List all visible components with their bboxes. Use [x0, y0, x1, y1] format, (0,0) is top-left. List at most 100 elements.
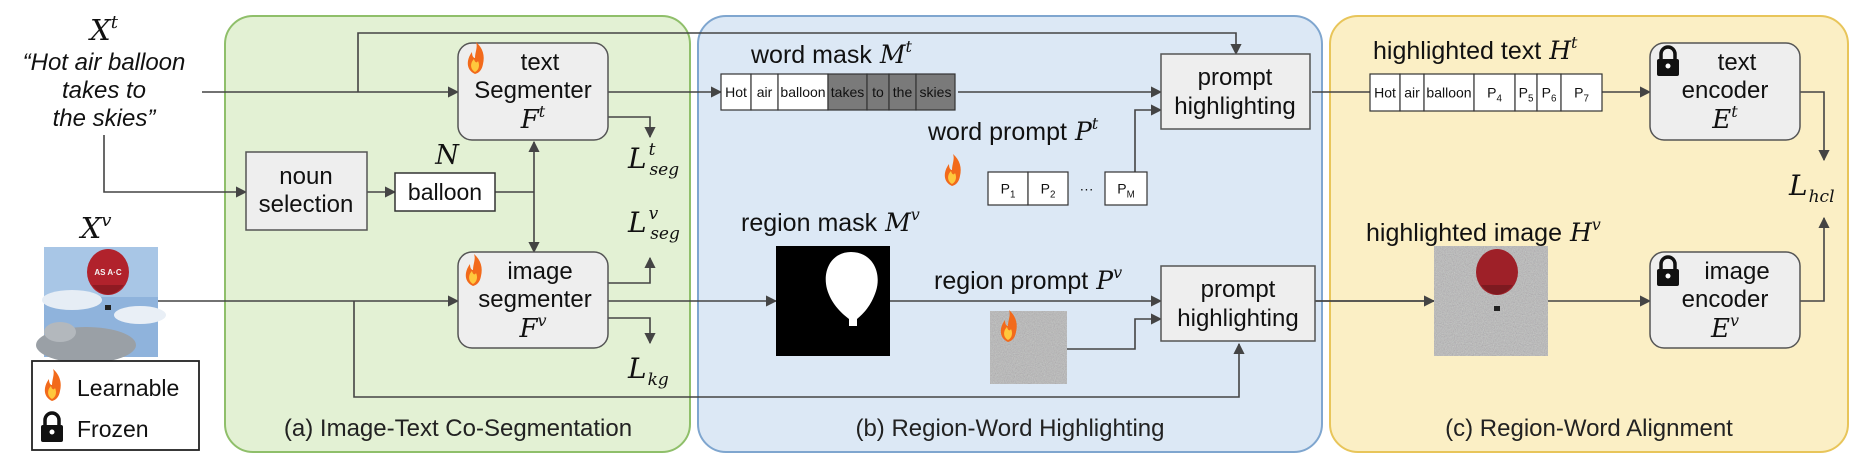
- svg-text:Ft: Ft: [520, 102, 546, 135]
- prompt-highlighting-image-line-1: prompt: [1201, 276, 1276, 303]
- panel-c-caption: (c) Region-Word Alignment: [1445, 415, 1733, 442]
- text-input-line-1: “Hot air balloon: [23, 49, 186, 76]
- legend: Learnable Frozen: [31, 360, 200, 451]
- word-mask-token: air: [757, 84, 773, 100]
- noun-symbol: N: [434, 140, 460, 171]
- prompt-highlighting-image-box: prompt highlighting: [1160, 265, 1316, 342]
- highlighted-text-cell: [1399, 73, 1425, 112]
- highlighted-text-token: P4: [1487, 85, 1502, 105]
- word-mask-cell: [777, 73, 829, 111]
- highlighted-text-token: Hot: [1374, 85, 1396, 101]
- prompt-highlighting-text-line-2: highlighting: [1174, 93, 1295, 120]
- loss-kg: Lkg: [627, 352, 669, 390]
- text-segmenter-box: text Segmenter Ft: [457, 42, 609, 141]
- word-mask-token: Hot: [725, 84, 747, 100]
- word-prompt-token: P2: [1041, 181, 1056, 201]
- noun-box: balloon: [394, 172, 496, 212]
- prompt-highlighting-text-line-1: prompt: [1198, 64, 1273, 91]
- word-prompt-token: ···: [1080, 181, 1094, 197]
- svg-text:Xv: Xv: [79, 210, 112, 245]
- word-prompt-cell: [987, 171, 1029, 206]
- highlighted-text-cell: [1560, 73, 1603, 112]
- text-encoder-sup: t: [1731, 102, 1738, 121]
- image-segmenter-symbol: F: [518, 314, 538, 344]
- image-encoder-line-1: image: [1704, 258, 1769, 285]
- word-prompt-cells: P1 P2 ··· PM: [987, 171, 1148, 206]
- highlighted-text-token: P6: [1542, 85, 1557, 105]
- svg-text:Fv: Fv: [518, 311, 546, 344]
- highlighted-image: [1434, 246, 1548, 356]
- highlighted-text-cell: [1473, 73, 1516, 112]
- image-encoder-box: image encoder Ev: [1649, 251, 1801, 349]
- svg-text:Ev: Ev: [1710, 311, 1739, 344]
- svg-text:Xt: Xt: [88, 12, 119, 47]
- text-segmenter-sup: t: [539, 102, 546, 121]
- word-mask-token: balloon: [780, 84, 825, 100]
- text-encoder-line-2: encoder: [1682, 77, 1769, 104]
- word-prompt-cell: [1027, 171, 1069, 206]
- text-input-line-3: the skies”: [53, 105, 157, 132]
- image-segmenter-box: image segmenter Fv: [457, 251, 609, 349]
- panel-b-caption: (b) Region-Word Highlighting: [855, 415, 1164, 442]
- noun-selection-line-1: noun: [279, 163, 332, 190]
- text-segmenter-symbol: F: [520, 105, 540, 135]
- text-input-sup: t: [111, 12, 119, 33]
- image-input: Xv AS A·C: [36, 210, 166, 363]
- image-encoder-symbol: E: [1710, 314, 1730, 344]
- text-encoder-line-1: text: [1718, 49, 1757, 76]
- word-mask-token: to: [872, 84, 884, 100]
- image-encoder-sup: v: [1730, 311, 1739, 330]
- word-mask-cell: [915, 73, 956, 111]
- word-mask-token: the: [893, 84, 913, 100]
- balloon-photo: AS A·C: [36, 247, 166, 363]
- image-segmenter-line-2: segmenter: [478, 286, 591, 313]
- highlighted-text-cell: [1369, 73, 1401, 112]
- text-input-line-2: takes to: [62, 77, 146, 104]
- legend-frozen-label: Frozen: [77, 416, 149, 442]
- text-encoder-box: text encoder Et: [1649, 42, 1801, 141]
- word-prompt-token: PM: [1117, 181, 1135, 201]
- text-input: Xt “Hot air balloon takes to the skies”: [23, 12, 186, 132]
- image-input-sup: v: [101, 210, 111, 231]
- word-mask-cell: [720, 73, 752, 111]
- word-mask-cell: [827, 73, 868, 111]
- loss-hcl: Lhcl: [1788, 169, 1835, 207]
- text-input-symbol: X: [88, 13, 112, 47]
- image-segmenter-line-1: image: [507, 258, 572, 285]
- word-mask-cell: [888, 73, 917, 111]
- highlighted-text-cell: [1423, 73, 1475, 112]
- legend-learnable-label: Learnable: [77, 375, 179, 401]
- word-prompt-cell: [1104, 171, 1148, 206]
- svg-text:Et: Et: [1711, 102, 1738, 135]
- word-mask-cell: [750, 73, 779, 111]
- word-mask-token: skies: [920, 84, 952, 100]
- highlighted-text-token: air: [1404, 85, 1420, 101]
- highlighted-text-cell: [1536, 73, 1562, 112]
- panel-a-caption: (a) Image-Text Co-Segmentation: [284, 415, 632, 442]
- noun-value: balloon: [408, 179, 482, 205]
- image-input-symbol: X: [79, 211, 103, 245]
- word-mask-token: takes: [831, 84, 864, 100]
- noun-selection-box: noun selection: [245, 151, 368, 231]
- text-segmenter-line-2: Segmenter: [474, 77, 591, 104]
- image-encoder-line-2: encoder: [1682, 286, 1769, 313]
- text-segmenter-line-1: text: [521, 49, 560, 76]
- word-prompt-token: P1: [1001, 181, 1016, 201]
- image-segmenter-sup: v: [538, 311, 547, 330]
- highlighted-text-token: balloon: [1426, 85, 1471, 101]
- highlighted-text-token: P7: [1574, 85, 1589, 105]
- noun-selection-line-2: selection: [259, 191, 354, 218]
- prompt-highlighting-text-box: prompt highlighting: [1160, 53, 1311, 130]
- connector-lines: [103, 32, 1830, 398]
